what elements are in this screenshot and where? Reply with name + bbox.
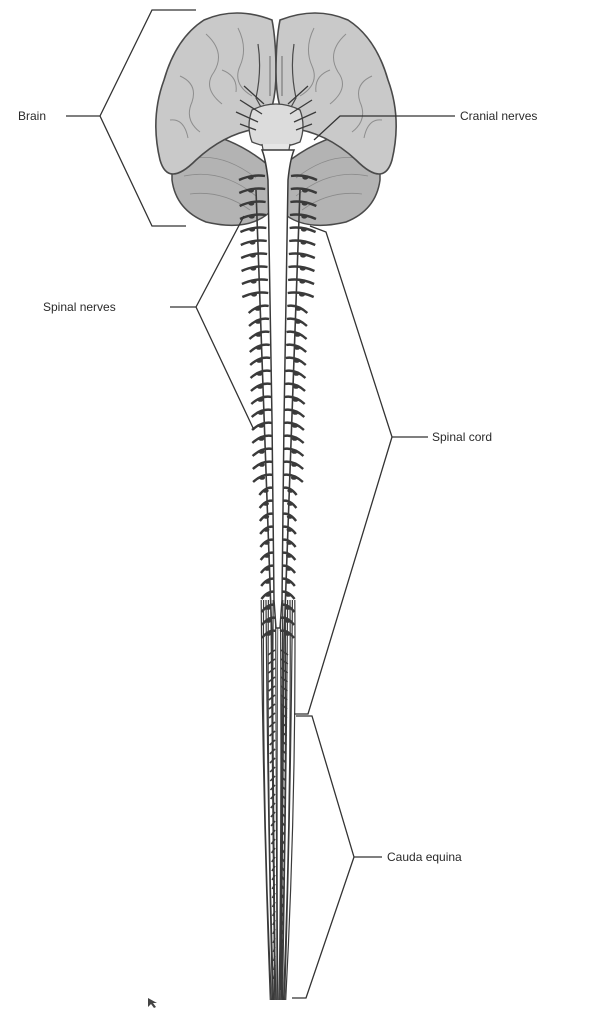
- spinal-ganglion: [257, 385, 263, 389]
- spinal-ganglion: [293, 385, 299, 389]
- spinal-ganglion: [248, 189, 254, 193]
- spinal-ganglion: [293, 372, 299, 376]
- spinal-ganglion: [258, 424, 264, 428]
- spinal-cord-bracket: [294, 226, 428, 714]
- spinal-cord-illustration: [239, 150, 317, 1000]
- spinal-ganglion: [300, 267, 306, 271]
- spinal-ganglion: [292, 424, 298, 428]
- cursor-arrow-icon: [148, 998, 157, 1008]
- spinal-ganglion: [287, 489, 293, 493]
- label-cauda-equina-group: Cauda equina: [292, 716, 462, 998]
- cauda-equina-fiber: [277, 600, 278, 1000]
- spinal-ganglion: [301, 241, 307, 245]
- spinal-ganglion: [250, 254, 256, 258]
- spinal-ganglion: [257, 398, 263, 402]
- spinal-ganglion: [302, 189, 308, 193]
- spinal-ganglion: [299, 293, 305, 297]
- spinal-ganglion: [250, 267, 256, 271]
- label-cauda-equina: Cauda equina: [387, 850, 462, 864]
- spinal-ganglion: [248, 202, 254, 206]
- spinal-nerves-bracket: [170, 216, 254, 430]
- label-cranial-nerves: Cranial nerves: [460, 109, 537, 123]
- label-spinal-cord: Spinal cord: [432, 430, 492, 444]
- spinal-ganglion: [293, 398, 299, 402]
- spinal-ganglion: [302, 176, 308, 180]
- cauda-nerve-segment: [281, 974, 282, 979]
- spinal-ganglion: [259, 476, 265, 480]
- label-brain: Brain: [18, 109, 46, 123]
- spinal-ganglion: [259, 450, 265, 454]
- spinal-ganglion: [259, 463, 265, 467]
- spinal-ganglion: [301, 228, 307, 232]
- label-spinal-nerves-group: Spinal nerves: [43, 216, 254, 430]
- spinal-ganglion: [249, 215, 255, 219]
- spinal-ganglion: [263, 489, 269, 493]
- spinal-ganglion: [291, 476, 297, 480]
- cauda-equina-fiber: [276, 600, 277, 1000]
- spinal-ganglion: [291, 450, 297, 454]
- spinal-ganglion: [302, 202, 308, 206]
- cauda-nerve-segment: [274, 974, 275, 979]
- spinal-ganglion: [249, 228, 255, 232]
- spinal-ganglion: [249, 241, 255, 245]
- spinal-ganglion: [300, 254, 306, 258]
- spinal-ganglion: [251, 293, 257, 297]
- cauda-equina-bracket: [292, 716, 382, 998]
- spinal-ganglion: [292, 411, 298, 415]
- spinal-ganglion: [258, 411, 264, 415]
- cauda-equina-fiber: [263, 600, 271, 1000]
- spinal-ganglion: [263, 502, 269, 506]
- spinal-ganglion: [291, 463, 297, 467]
- spinal-ganglion: [248, 176, 254, 180]
- spinal-ganglion: [301, 215, 307, 219]
- label-spinal-nerves: Spinal nerves: [43, 300, 116, 314]
- spinal-ganglion: [299, 280, 305, 284]
- spinal-ganglion: [292, 437, 298, 441]
- spinal-ganglion: [258, 437, 264, 441]
- label-spinal-cord-group: Spinal cord: [294, 226, 492, 714]
- cauda-equina-fibers: [261, 600, 295, 1000]
- spinal-ganglion: [257, 372, 263, 376]
- spinal-ganglion: [287, 502, 293, 506]
- spinal-ganglion: [251, 280, 257, 284]
